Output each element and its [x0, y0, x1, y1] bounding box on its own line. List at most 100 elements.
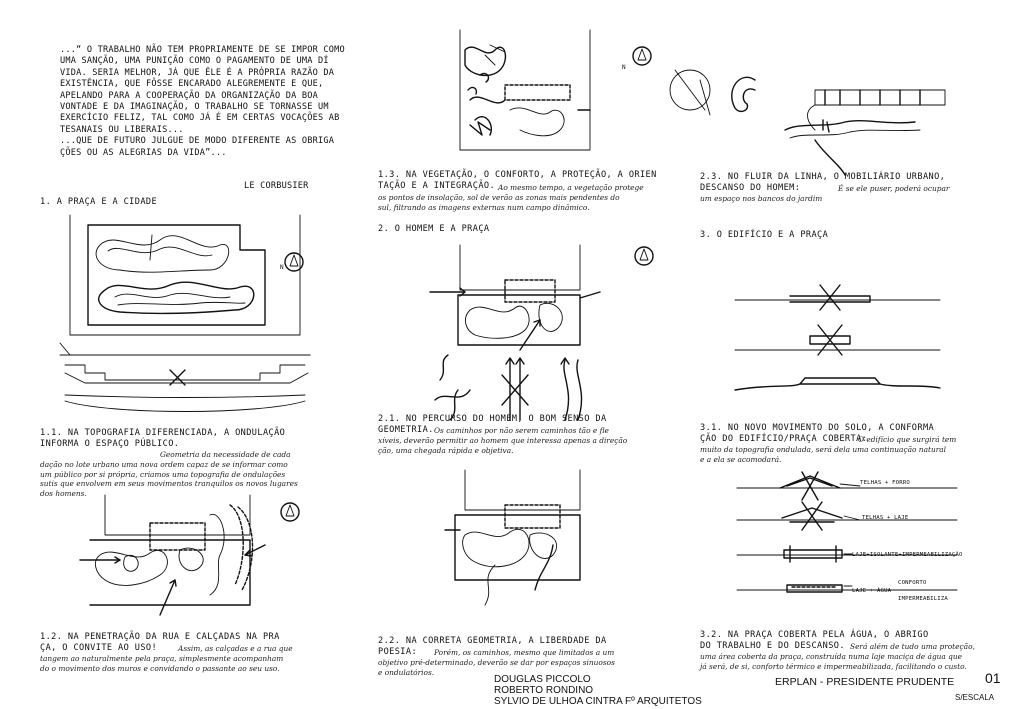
vegetation-sketch — [459, 29, 591, 151]
text-line: um público por si própria, criamos uma t… — [40, 469, 286, 479]
heading-line: INFORMA O ESPAÇO PÚBLICO. — [40, 439, 180, 449]
credit-line: ROBERTO RONDINO — [494, 685, 594, 696]
text-line: uma área coberta da praça, construída nu… — [700, 651, 963, 661]
north-label: N — [622, 64, 626, 71]
quote-line: VONTADE E DA IMAGINAÇÃO, O TRABALHO SE T… — [60, 102, 329, 113]
quote-line: APELANDO PARA A COOPERAÇÃO DA ORGANIZAÇÃ… — [60, 90, 318, 101]
building-ground-sketch — [734, 284, 941, 391]
heading-line: ÇÃO DO EDIFÍCIO/PRAÇA COBERTA: — [700, 434, 868, 444]
text-line: tangem ao naturalmente pela praça, simpl… — [40, 653, 284, 663]
section-2-title: 2. O HOMEM E A PRAÇA — [378, 224, 490, 234]
heading-line: ÇA, O CONVITE AO USO! — [40, 643, 158, 653]
text-line: Assim, as calçadas e a rua que — [178, 644, 293, 653]
text-line: Geometria da necessidade de cada — [160, 450, 291, 459]
scale-note: S/ESCALA — [955, 693, 995, 702]
label-telhas-laje: TELHAS + LAJE — [862, 515, 909, 521]
north-arrow-icon — [284, 252, 304, 272]
item-3-2-heading: 3.2. NA PRAÇA COBERTA PELA ÁGUA, O ABRIG… — [700, 630, 1000, 652]
item-1-3-text: Ao mesmo tempo, a vegetação protege os p… — [378, 183, 668, 212]
street-penetration-sketch — [79, 494, 266, 616]
heading-line: POESIA: — [378, 647, 418, 657]
heading-line: DO TRABALHO E DO DESCANSO. — [700, 641, 845, 651]
text-line: Os caminhos por não serem caminhos tão e… — [434, 426, 609, 435]
item-2-2-text: Porém, os caminhos, mesmo que limitados … — [378, 648, 668, 677]
text-line: um espaço nos bancos do jardim — [700, 193, 823, 203]
project-title: ERPLAN - PRESIDENTE PRUDENTE — [775, 676, 955, 688]
text-line: os pontos de insolação, sol de verão as … — [378, 192, 620, 202]
item-1-2-heading: 1.2. NA PENETRAÇÃO DA RUA E CALÇADAS NA … — [40, 632, 340, 654]
heading-line: DESCANSO DO HOMEM: — [700, 183, 801, 193]
text-line: objetivo pré-determinado, deverão se dar… — [378, 657, 615, 667]
quote-line: VIDA. SERIA MELHOR, JÁ QUE ÊLE É A PRÓPR… — [60, 67, 335, 78]
quote-line: EXERCÍCIO FELIZ, TAL COMO JÁ É EM CERTAS… — [60, 113, 340, 124]
text-line: sul, filtrando as imagens externas num c… — [378, 202, 590, 212]
north-arrow-icon — [280, 502, 300, 522]
sheet-number: 01 — [985, 670, 1001, 686]
item-1-1-heading: 1.1. NA TOPOGRAFIA DIFERENCIADA, A ONDUL… — [40, 428, 340, 450]
item-1-2-text: Assim, as calçadas e a rua que tangem ao… — [40, 644, 340, 673]
quote-line: UMA SANÇÃO, UMA PUNIÇÃO COMO O PAGAMENTO… — [60, 56, 329, 67]
corbusier-quote: ...“ O TRABALHO NÃO TEM PROPRIAMENTE DE … — [60, 45, 345, 159]
text-line: e a ela se acomodará. — [700, 454, 782, 464]
path-geometry-sketch — [429, 244, 601, 421]
heading-line: 2.3. NO FLUIR DA LINHA, O MOBILIÁRIO URB… — [700, 172, 946, 182]
quote-line: EXISTÊNCIA, QUE FÔSSE ENCARADO ALEGREMEN… — [60, 79, 324, 90]
item-2-1-text: Os caminhos por não serem caminhos tão e… — [378, 426, 668, 455]
text-line: xíveis, deverão permitir ao homem que in… — [378, 435, 628, 445]
text-line: e ondulatórios. — [378, 667, 435, 677]
heading-line: 3.2. NA PRAÇA COBERTA PELA ÁGUA, O ABRIG… — [700, 630, 929, 640]
square-topography-sketch — [59, 214, 311, 412]
label-laje-agua: LAJE + ÁGUA — [852, 588, 892, 594]
quote-line: ...“ O TRABALHO NÃO TEM PROPRIAMENTE DE … — [60, 45, 345, 55]
heading-line: GEOMETRIA. — [378, 425, 434, 435]
text-line: sutis que envolvem em seus movimentos tr… — [40, 479, 298, 489]
north-arrow-icon — [632, 46, 652, 66]
text-line: Ao mesmo tempo, a vegetação protege — [498, 183, 644, 192]
text-line: O edifício que surgirá tem — [858, 435, 957, 444]
text-line: dação no lote urbano uma nova ordem capa… — [40, 459, 288, 469]
item-2-1-heading: 2.1. NO PERCURSO DO HOMEM, O BOM SENSO D… — [378, 414, 668, 436]
label-telhas-forro: TELHAS + FORRO — [860, 480, 910, 486]
urban-furniture-sketch — [669, 69, 946, 176]
poetry-path-sketch — [444, 469, 581, 606]
label-impermeabiliza: IMPERMEABILIZA — [898, 596, 948, 602]
item-1-1-text: Geometria da necessidade de cada dação n… — [40, 450, 340, 499]
heading-line: 2.1. NO PERCURSO DO HOMEM, O BOM SENSO D… — [378, 414, 607, 424]
quote-line: ...QUE DE FUTURO JULGUE DE MODO DIFERENT… — [60, 136, 335, 147]
section-3-title: 3. O EDIFÍCIO E A PRAÇA — [700, 230, 829, 240]
credit-line: SYLVIO DE ULHOA CINTRA Fº ARQUITETOS — [494, 696, 702, 707]
item-3-1-heading: 3.1. NO NOVO MOVIMENTO DO SOLO, A CONFOR… — [700, 423, 1000, 445]
item-1-3-heading: 1.3. NA VEGETAÇÃO, O CONFORTO, A PROTEÇÃ… — [378, 170, 668, 192]
label-conforto: CONFORTO — [898, 580, 927, 586]
quote-line: ÇÕES OU AS ALEGRIAS DA VIDA”... — [60, 147, 227, 158]
quote-author: LE CORBUSIER — [244, 181, 309, 191]
item-2-3-text: É se ele puser, poderá ocupar um espaço … — [700, 184, 1000, 204]
item-2-3-heading: 2.3. NO FLUIR DA LINHA, O MOBILIÁRIO URB… — [700, 172, 1000, 194]
heading-line: 3.1. NO NOVO MOVIMENTO DO SOLO, A CONFOR… — [700, 423, 935, 433]
text-line: Será além de tudo uma proteção, — [850, 642, 975, 651]
heading-line: 1.3. NA VEGETAÇÃO, O CONFORTO, A PROTEÇÃ… — [378, 170, 657, 180]
north-label: N — [280, 264, 284, 271]
credit-line: DOUGLAS PICCOLO — [494, 674, 591, 685]
text-line: do o movimento dos muros e convidando o … — [40, 663, 280, 673]
text-line: Porém, os caminhos, mesmo que limitados … — [434, 648, 615, 657]
label-laje-isolante: LAJE+ISOLANTE+IMPERMEABILIZAÇÃO — [852, 552, 963, 558]
heading-line: 1.2. NA PENETRAÇÃO DA RUA E CALÇADAS NA … — [40, 632, 280, 642]
item-3-1-text: O edifício que surgirá tem muito da topo… — [700, 435, 1000, 464]
roof-sections-sketch — [736, 471, 958, 593]
text-line: já será, de si, conforto térmico e imper… — [700, 661, 967, 671]
text-line: ção, uma chegada rápida e objetiva. — [378, 445, 514, 455]
text-line: muito da topografia ondulada, será dela … — [700, 444, 947, 454]
item-3-2-text: Será além de tudo uma proteção, uma área… — [700, 642, 1000, 671]
quote-line: TESANAIS OU LIBERAIS... — [60, 124, 184, 135]
heading-line: 1.1. NA TOPOGRAFIA DIFERENCIADA, A ONDUL… — [40, 428, 286, 438]
north-arrow-icon — [634, 246, 654, 266]
item-2-2-heading: 2.2. NA CORRETA GEOMETRIA, A LIBERDADE D… — [378, 636, 668, 658]
text-line: dos homens. — [40, 489, 87, 499]
section-1-title: 1. A PRAÇA E A CIDADE — [40, 197, 158, 207]
heading-line: TAÇÃO E A INTEGRAÇÃO. — [378, 181, 496, 191]
architects-credits: DOUGLAS PICCOLO ROBERTO RONDINO SYLVIO D… — [494, 674, 702, 707]
text-line: É se ele puser, poderá ocupar — [838, 184, 950, 193]
heading-line: 2.2. NA CORRETA GEOMETRIA, A LIBERDADE D… — [378, 636, 607, 646]
